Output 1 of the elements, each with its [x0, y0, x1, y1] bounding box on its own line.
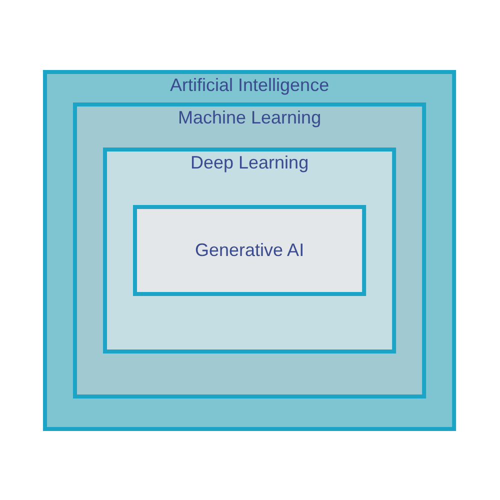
node-box: Generative AI — [133, 204, 367, 296]
